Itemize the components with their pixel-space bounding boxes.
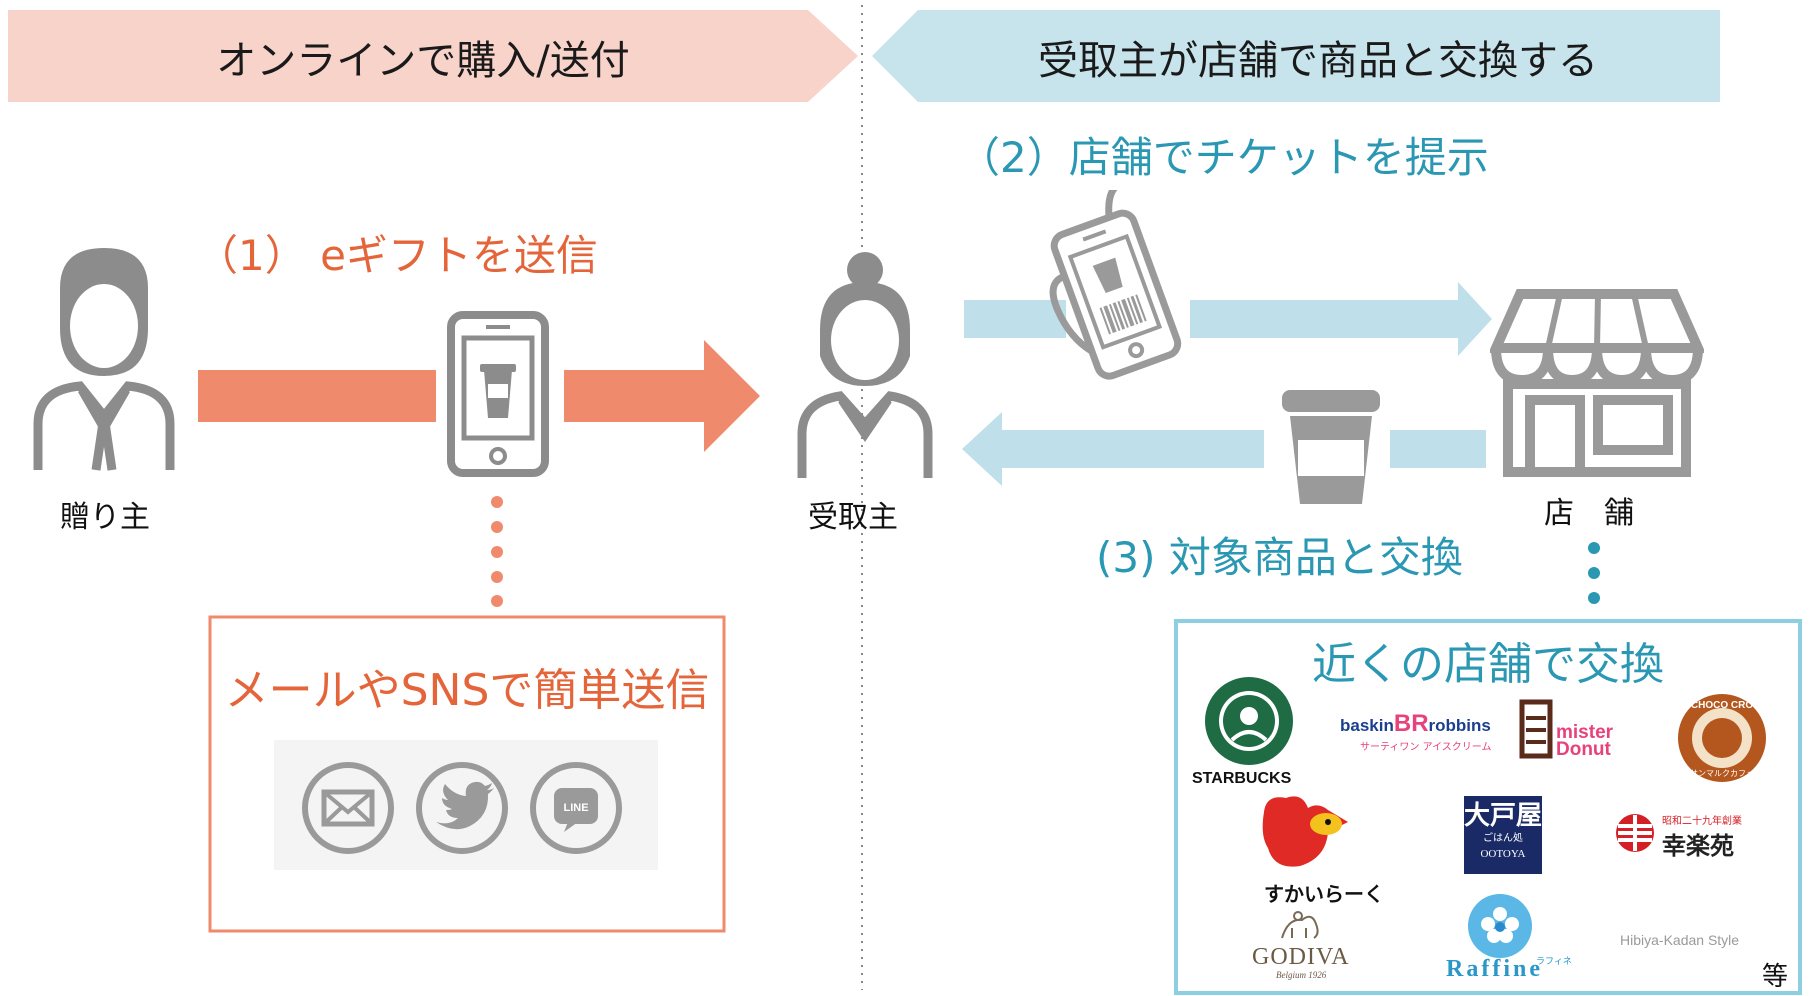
ootoya-en: OOTOYA bbox=[1480, 848, 1526, 860]
present-arrow-part1 bbox=[964, 300, 1066, 338]
mister-donut-mark bbox=[1519, 699, 1553, 759]
raffine-logo bbox=[1468, 894, 1532, 958]
kourakuen-mark bbox=[1616, 814, 1654, 852]
right-banner-title: 受取主が店舗で商品と交換する bbox=[1038, 38, 1598, 84]
exchange-dots bbox=[1588, 542, 1600, 604]
brands-box-title: 近くの店舗で交換 bbox=[1312, 639, 1664, 690]
present-arrow-head bbox=[1458, 282, 1492, 356]
baskin-br: BR bbox=[1393, 710, 1429, 737]
raffine-jp-text: ラフィネ bbox=[1536, 957, 1572, 967]
send-dots bbox=[491, 496, 503, 607]
mister-donut-text: mister Donut bbox=[1556, 722, 1614, 760]
phone-icon bbox=[447, 311, 549, 477]
send-box-title: メールやSNSで簡単送信 bbox=[224, 665, 710, 716]
robbins-text: robbins bbox=[1428, 716, 1491, 735]
left-banner-shape bbox=[8, 10, 858, 102]
step1-label: （1） eギフトを送信 bbox=[196, 231, 598, 280]
starbucks-logo bbox=[1205, 677, 1293, 765]
exchange-arrow-part1 bbox=[1000, 430, 1264, 468]
mail-icon bbox=[302, 762, 394, 854]
store-label: 店 舗 bbox=[1544, 496, 1634, 531]
send-box-border bbox=[208, 615, 726, 933]
ootoya-sub: ごはん処 bbox=[1483, 833, 1523, 844]
starbucks-text: STARBUCKS bbox=[1192, 770, 1292, 787]
godiva-sub-text: Belgium 1926 bbox=[1276, 970, 1327, 980]
skylark-text: すかいらーく bbox=[1264, 882, 1384, 906]
receiver-label: 受取主 bbox=[808, 500, 898, 535]
ootoya-kanji: 大戸屋 bbox=[1464, 801, 1543, 831]
chococro-logo: CHOCO CRO サンマルクカフェ bbox=[1678, 694, 1766, 782]
line-icon: LINE bbox=[530, 762, 622, 854]
chococro-bottom-text: サンマルクカフェ bbox=[1690, 769, 1754, 778]
sender-label: 贈り主 bbox=[60, 500, 150, 535]
chococro-top-text: CHOCO CRO bbox=[1691, 700, 1753, 711]
send-arrow-head bbox=[704, 340, 760, 452]
receiver-person-icon bbox=[797, 252, 933, 478]
exchange-arrow-head bbox=[962, 412, 1002, 486]
step2-label: （2）店舗でチケットを提示 bbox=[958, 133, 1489, 182]
baskin-text: baskin bbox=[1340, 716, 1394, 735]
baskin-logo: baskinBRrobbins bbox=[1340, 710, 1491, 738]
kourakuen-text: 幸楽苑 bbox=[1662, 832, 1734, 860]
line-icon-label: LINE bbox=[563, 802, 588, 814]
skylark-logo bbox=[1262, 796, 1348, 867]
godiva-text: GODIVA bbox=[1252, 944, 1350, 970]
mister-text: mister bbox=[1556, 722, 1614, 743]
brands-box-border bbox=[1174, 619, 1802, 995]
step3-label: (3) 対象商品と交換 bbox=[1096, 533, 1463, 582]
left-banner-title: オンラインで購入/送付 bbox=[216, 38, 630, 84]
sender-person-icon bbox=[33, 248, 175, 471]
store-icon bbox=[1490, 289, 1704, 477]
send-arrow-part1 bbox=[198, 370, 436, 422]
right-banner-shape bbox=[872, 10, 1720, 102]
send-arrow-part2 bbox=[564, 370, 704, 422]
coffee-cup-icon bbox=[1282, 390, 1380, 504]
kourakuen-small-text: 昭和二十九年創業 bbox=[1662, 816, 1742, 827]
raffine-text: Raffine bbox=[1446, 956, 1543, 982]
godiva-mark bbox=[1281, 911, 1319, 939]
etc-label: 等 bbox=[1762, 962, 1789, 992]
baskin-jp-text: サーティワン アイスクリーム bbox=[1360, 742, 1492, 753]
donut-text: Donut bbox=[1556, 739, 1611, 760]
hibiya-kadan-text: Hibiya-Kadan Style bbox=[1620, 932, 1740, 948]
twitter-icon bbox=[416, 762, 508, 854]
exchange-arrow-part2 bbox=[1390, 430, 1486, 468]
hand-phone-icon bbox=[1049, 190, 1182, 380]
ootoya-logo: 大戸屋 ごはん処 OOTOYA bbox=[1464, 796, 1542, 874]
present-arrow-part2 bbox=[1190, 300, 1460, 338]
